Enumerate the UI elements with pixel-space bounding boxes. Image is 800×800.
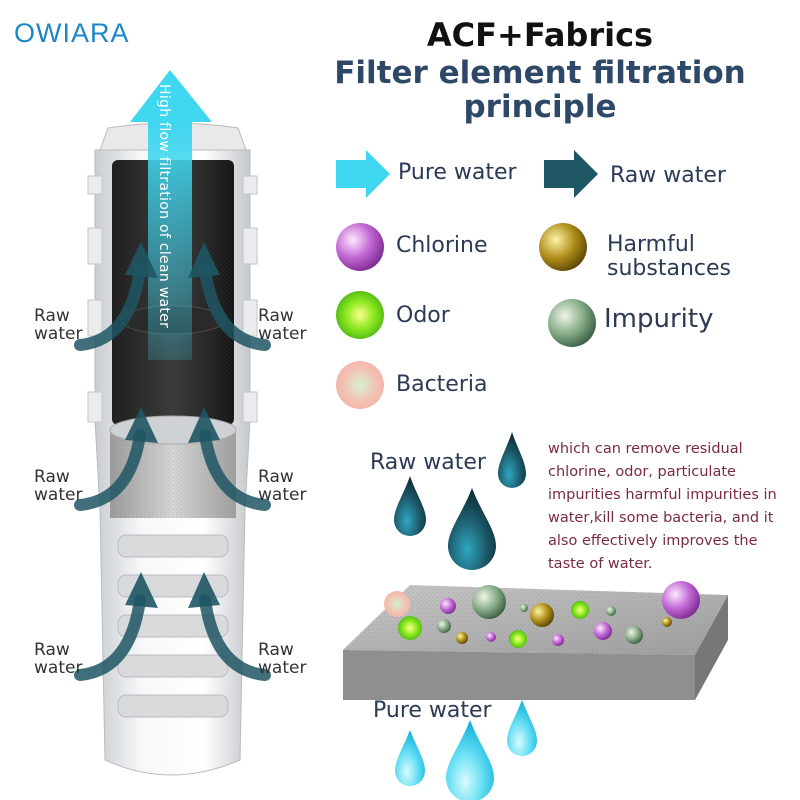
legend-chlorine: Chlorine <box>396 233 488 258</box>
harmful-sphere-icon <box>539 223 587 271</box>
title-line-2a: Filter element filtration <box>334 55 746 91</box>
raw-water-flow-arrows <box>74 264 271 681</box>
legend-impurity: Impurity <box>604 304 714 334</box>
chlorine-sphere-icon <box>336 223 384 271</box>
bacteria-sphere-icon <box>336 361 384 409</box>
pure-water-diagram-label: Pure water <box>373 698 492 723</box>
pure-water-arrow-icon <box>336 150 390 198</box>
raw-water-arrow-icon <box>544 150 598 198</box>
raw-water-drops <box>394 432 526 570</box>
casing-ribs <box>87 175 258 423</box>
pure-water-drops <box>395 700 537 800</box>
clean-water-arrow <box>130 70 212 360</box>
brand-logo: OWIARA <box>14 18 130 48</box>
title-line-2b: principle <box>463 89 617 125</box>
legend-odor: Odor <box>396 303 450 328</box>
clean-water-arrow-text: High flow filtration of clean water <box>156 84 172 329</box>
raw-water-diagram-label: Raw water <box>370 450 486 475</box>
impurity-sphere-icon <box>548 299 596 347</box>
title-line-1: ACF+Fabrics <box>426 16 654 54</box>
odor-sphere-icon <box>336 291 384 339</box>
plate-particles <box>384 581 700 648</box>
legend-bacteria: Bacteria <box>396 372 488 397</box>
raw-water-arrowheads <box>125 242 220 608</box>
description-text: which can remove residual chlorine, odor… <box>548 441 777 572</box>
legend-raw-water: Raw water <box>610 163 726 188</box>
title-line-2: Filter element filtration principle <box>330 56 750 124</box>
legend-pure-water: Pure water <box>398 160 517 185</box>
